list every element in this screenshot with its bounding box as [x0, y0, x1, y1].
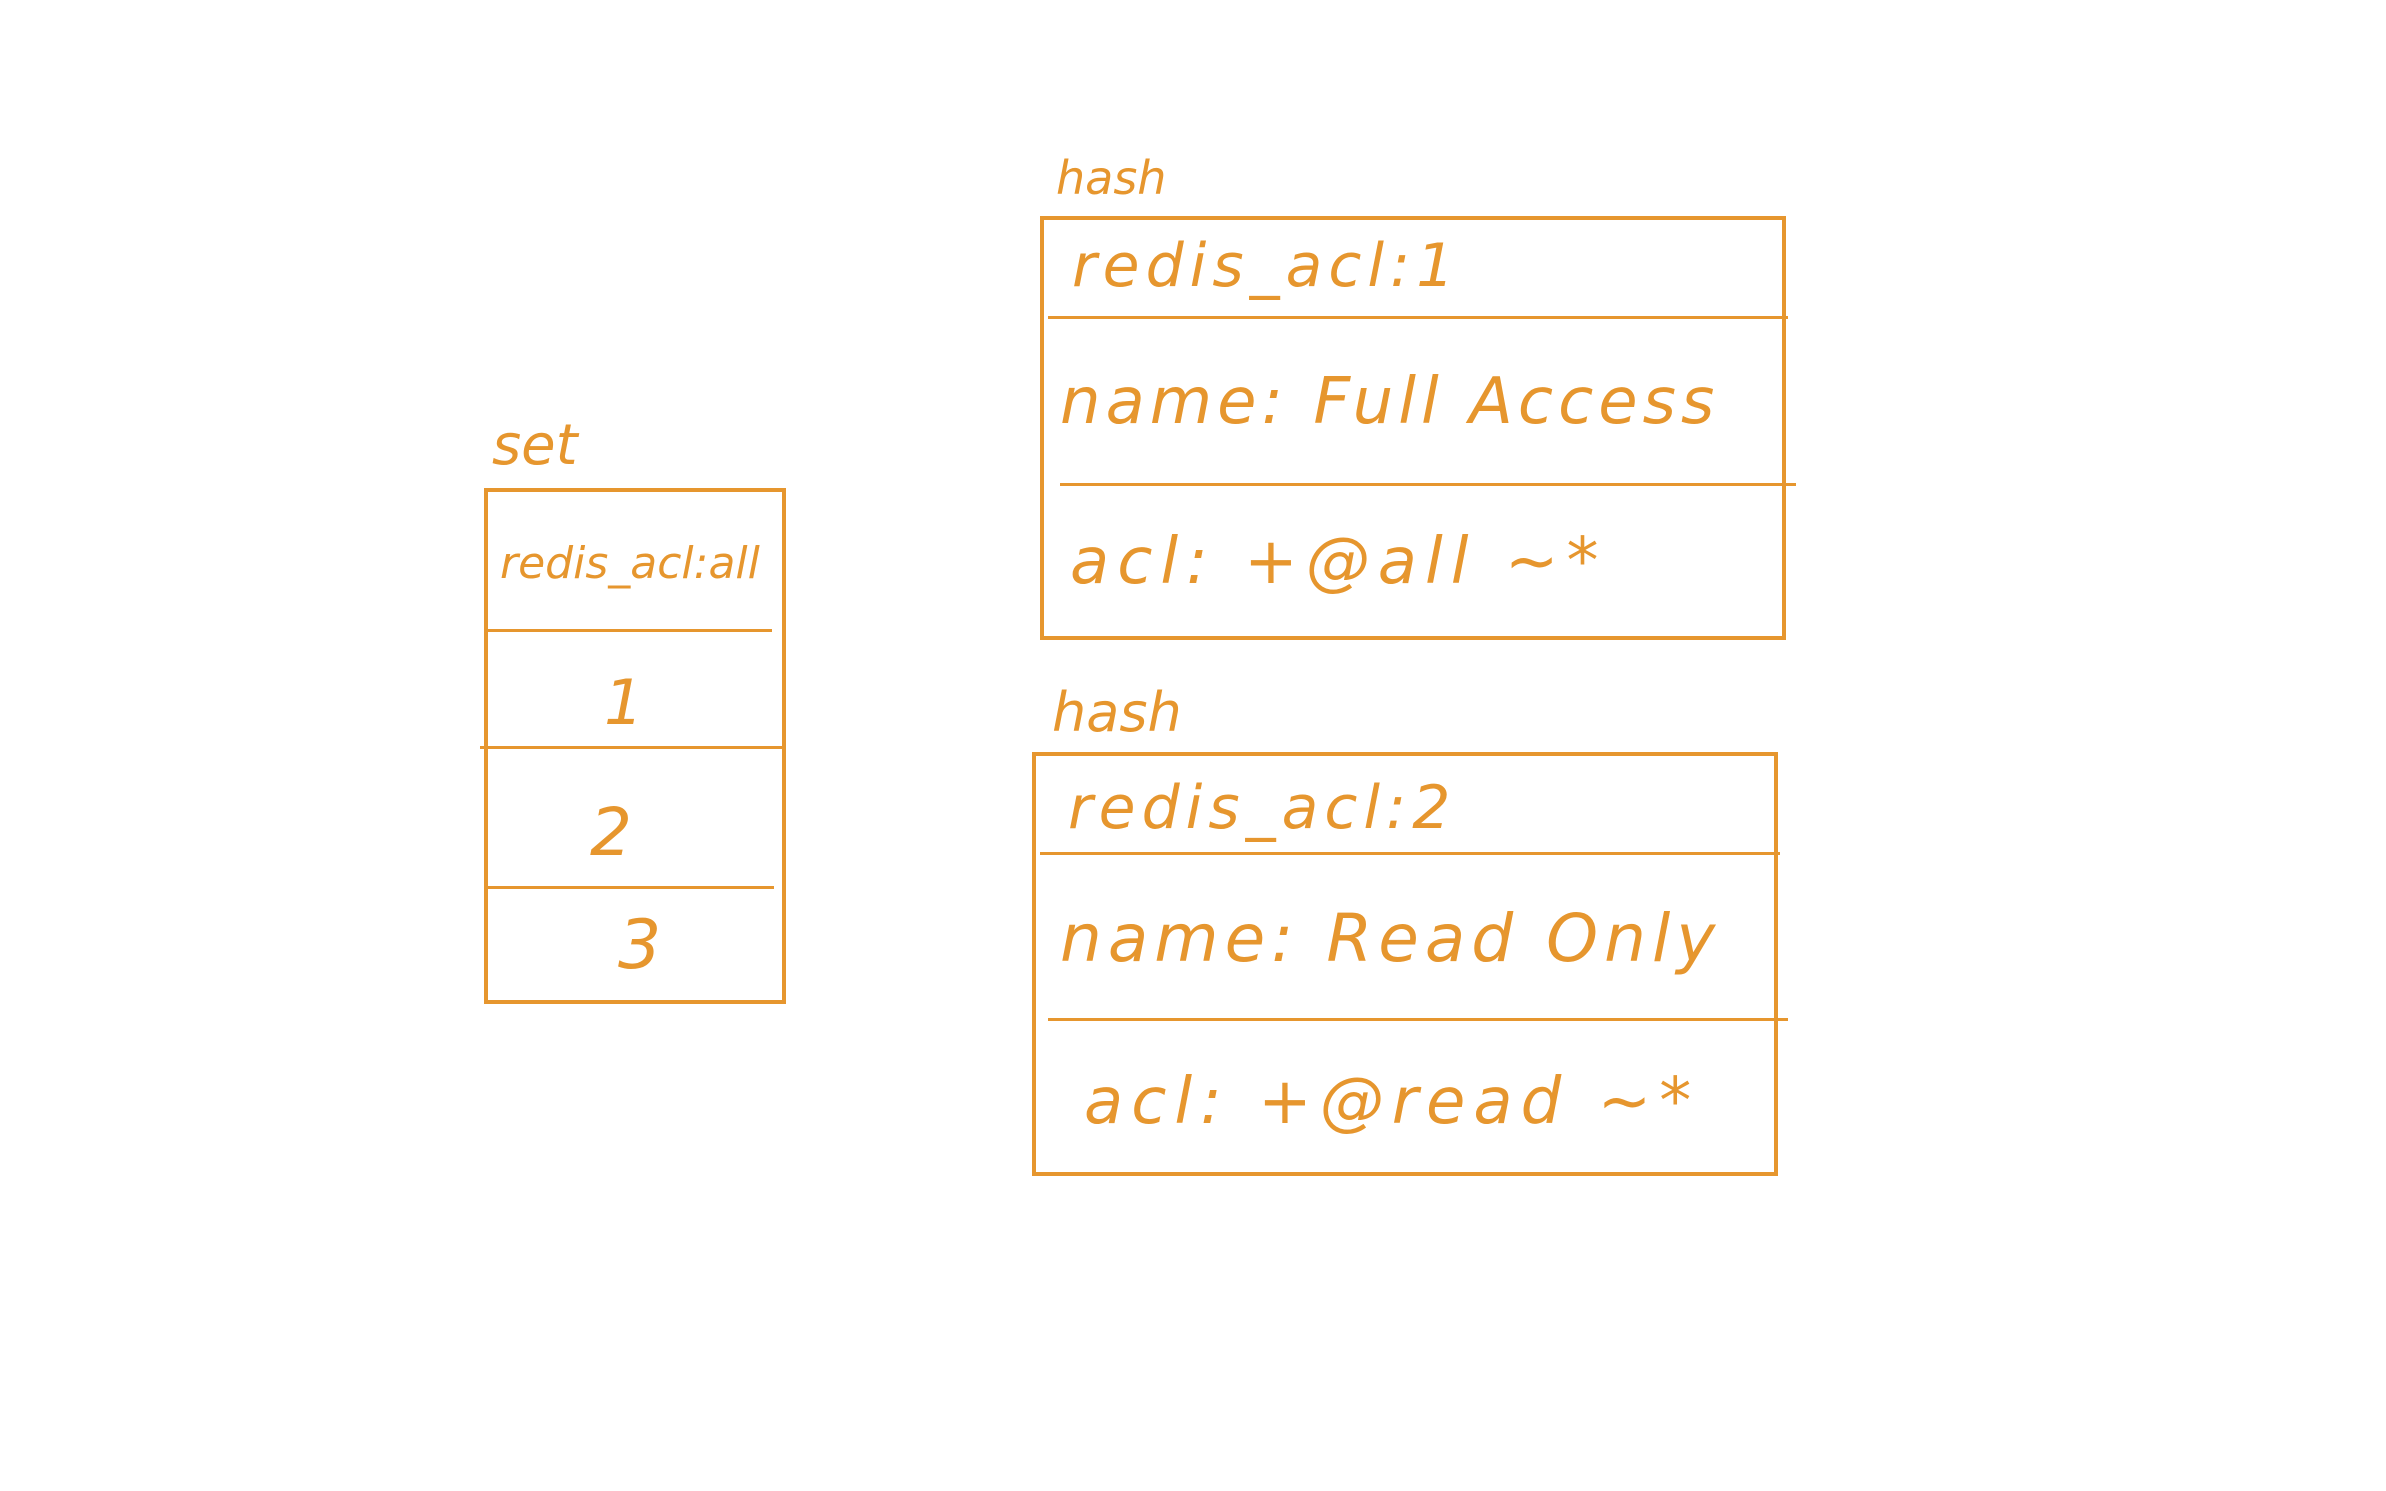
set-divider [484, 886, 774, 889]
set-type-label: set [492, 413, 578, 478]
hash-divider [1060, 483, 1796, 486]
set-divider [488, 629, 772, 632]
set-member: 3 [618, 906, 662, 985]
hash-divider [1040, 852, 1780, 855]
hash-box [1032, 752, 1778, 1176]
hash-type-label: hash [1056, 151, 1167, 205]
hash-key: redis_acl:2 [1068, 773, 1457, 843]
hash-divider [1048, 316, 1788, 319]
hash-key: redis_acl:1 [1072, 231, 1461, 301]
hash-name-field: name: Read Only [1060, 900, 1722, 977]
set-divider [480, 746, 782, 749]
hash-type-label: hash [1052, 681, 1182, 744]
hash-divider [1048, 1018, 1788, 1021]
hash-acl-field: acl: +@read ~* [1084, 1065, 1700, 1139]
hash-box [1040, 216, 1786, 640]
set-member: 1 [604, 666, 644, 739]
set-key: redis_acl:all [500, 538, 760, 589]
set-member: 2 [590, 794, 632, 871]
hash-name-field: name: Full Access [1060, 365, 1720, 439]
hash-acl-field: acl: +@all ~* [1070, 525, 1607, 599]
